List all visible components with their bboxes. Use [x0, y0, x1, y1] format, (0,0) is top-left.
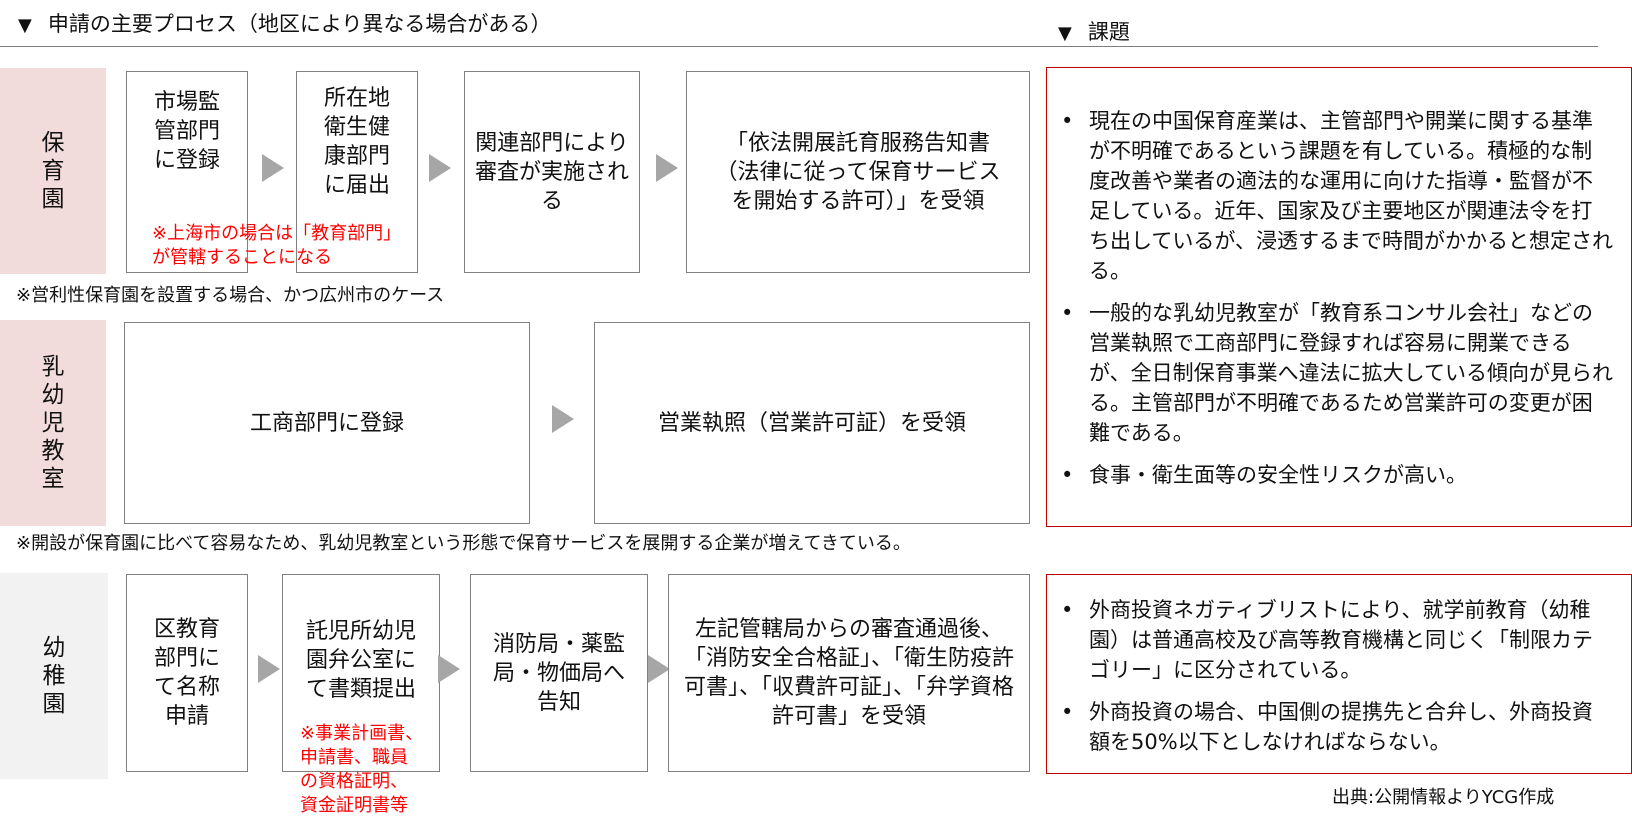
arrow-right-icon [262, 154, 284, 182]
row-note: ※開設が保育園に比べて容易なため、乳幼児教室という形態で保育サービスを展開する企… [16, 533, 911, 554]
issues-panel-nursery: •現在の中国保育産業は、主管部門や開業に関する基準が不明確であるという課題を有し… [1046, 67, 1632, 527]
step-box: 託児所幼児園弁公室にて書類提出 [282, 574, 440, 772]
red-note: ※上海市の場合は「教育部門」 が管轄することになる [152, 223, 402, 268]
step-box: 市場監管部門に登録 [126, 71, 248, 273]
row-label-infant-class: 乳幼児教室 [0, 320, 106, 526]
red-note: ※事業計画書、 申請書、職員 の資格証明、 資金証明書等 [300, 723, 424, 816]
step-box: 左記管轄局からの審査通過後、「消防安全合格証」、「衛生防疫許可書」、「収費許可証… [668, 574, 1030, 772]
bullet-icon: • [1061, 598, 1074, 622]
triangle-down-icon: ▼ [18, 15, 32, 36]
step-box: 区教育部門にて名称申請 [126, 574, 248, 772]
bullet-icon: • [1061, 301, 1074, 325]
issue-item: •外商投資ネガティブリストにより、就学前教育（幼稚園）は普通高校及び高等教育機構… [1047, 595, 1613, 685]
issue-item: •外商投資の場合、中国側の提携先と合弁し、外商投資額を50%以下としなければなら… [1047, 697, 1613, 757]
issue-item: •食事・衛生面等の安全性リスクが高い。 [1047, 460, 1613, 490]
issue-item: •現在の中国保育産業は、主管部門や開業に関する基準が不明確であるという課題を有し… [1047, 106, 1613, 286]
step-box: 営業執照（営業許可証）を受領 [594, 322, 1030, 524]
row-label-nursery: 保育園 [0, 68, 106, 274]
arrow-right-icon [648, 655, 670, 683]
step-box: 「依法開展託育服務告知書（法律に従って保育サービスを開始する許可）」を受領 [686, 71, 1030, 273]
step-box: 所在地衛生健康部門に届出 [296, 71, 418, 273]
arrow-right-icon [656, 154, 678, 182]
row-note: ※営利性保育園を設置する場合、かつ広州市のケース [16, 285, 445, 306]
bullet-icon: • [1061, 700, 1074, 724]
issues-panel-kindergarten: •外商投資ネガティブリストにより、就学前教育（幼稚園）は普通高校及び高等教育機構… [1046, 574, 1632, 774]
header-divider [0, 46, 1598, 47]
step-box: 消防局・薬監局・物価局へ告知 [470, 574, 648, 772]
arrow-right-icon [258, 655, 280, 683]
triangle-down-icon: ▼ [1058, 23, 1072, 44]
process-header: ▼ 申請の主要プロセス（地区により異なる場合がある） [18, 10, 551, 40]
arrow-right-icon [552, 405, 574, 433]
process-header-title: 申請の主要プロセス（地区により異なる場合がある） [47, 12, 552, 36]
row-label-kindergarten: 幼稚園 [0, 573, 108, 779]
arrow-right-icon [429, 154, 451, 182]
issue-item: •一般的な乳幼児教室が「教育系コンサル会社」などの営業執照で工商部門に登録すれば… [1047, 298, 1613, 448]
bullet-icon: • [1061, 463, 1074, 487]
issues-header: ▼ 課題 [1058, 18, 1130, 48]
step-box: 関連部門により審査が実施される [464, 71, 640, 273]
arrow-right-icon [438, 655, 460, 683]
bullet-icon: • [1061, 109, 1074, 133]
step-box: 工商部門に登録 [124, 322, 530, 524]
source-note: 出典:公開情報よりYCG作成 [1332, 787, 1555, 808]
issues-header-title: 課題 [1087, 20, 1130, 44]
